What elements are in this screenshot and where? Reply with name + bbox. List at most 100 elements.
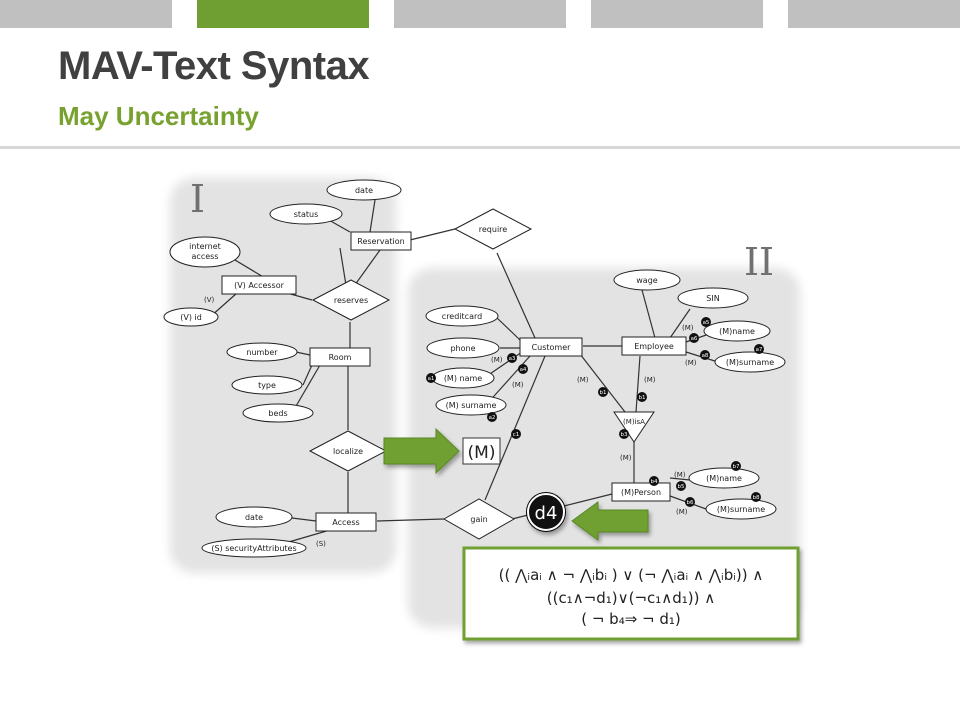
svg-text:wage: wage	[636, 276, 658, 285]
relationship-gain-label: gain	[470, 515, 487, 524]
marker-a5: a5	[701, 317, 711, 327]
svg-text:(M): (M)	[620, 454, 632, 462]
entity-room: Room	[309, 347, 371, 367]
relationship-reserves-label: reserves	[334, 296, 368, 305]
svg-text:b4: b4	[651, 479, 658, 485]
tab-3[interactable]	[394, 0, 566, 28]
svg-text:a3: a3	[509, 356, 516, 362]
svg-text:(M): (M)	[674, 471, 686, 479]
marker-a1: a1	[426, 373, 436, 383]
marker-b6: b6	[685, 497, 695, 507]
region-i-label: I	[190, 177, 205, 221]
callout-m-label: (M)	[468, 443, 496, 463]
svg-text:b1: b1	[600, 390, 607, 396]
marker-a3: a3	[507, 353, 517, 363]
marker-b5: b5	[676, 481, 686, 491]
svg-text:(M): (M)	[491, 356, 503, 364]
marker-c1: c1	[511, 429, 521, 439]
attr-employee-surname: (M)surname	[714, 351, 786, 373]
svg-text:(M): (M)	[644, 376, 656, 384]
svg-text:(M): (M)	[512, 381, 524, 389]
svg-text:date: date	[355, 186, 373, 195]
svg-text:(M)surname: (M)surname	[726, 358, 774, 367]
svg-text:b8: b8	[753, 495, 760, 501]
attr-phone: phone	[426, 337, 500, 359]
svg-text:a7: a7	[756, 347, 763, 353]
svg-text:date: date	[245, 513, 263, 522]
svg-text:(M): (M)	[676, 508, 688, 516]
relationship-isa: (M)isA	[613, 411, 655, 443]
relationship-localize-label: localize	[333, 447, 363, 456]
title-divider	[0, 146, 960, 149]
attr-id: (V) id	[163, 307, 219, 327]
marker-b1-right: b1	[637, 392, 647, 402]
entity-employee: Employee	[621, 336, 687, 356]
svg-text:(S) securityAttributes: (S) securityAttributes	[211, 544, 296, 553]
svg-text:(M): (M)	[577, 376, 589, 384]
attr-beds: beds	[242, 403, 314, 423]
marker-b8: b8	[751, 492, 761, 502]
slide-subtitle: May Uncertainty	[58, 101, 259, 131]
svg-text:(V) id: (V) id	[180, 313, 202, 322]
marker-a4: a4	[518, 364, 528, 374]
svg-text:b3: b3	[621, 432, 628, 438]
entity-person: (M)Person	[611, 482, 671, 502]
svg-text:b1: b1	[639, 395, 646, 401]
attr-internet-access: internet access	[169, 236, 241, 268]
entity-room-label: Room	[329, 353, 352, 362]
svg-text:(M)surname: (M)surname	[717, 505, 765, 514]
slide-tab-bar	[0, 0, 960, 28]
attr-wage: wage	[613, 269, 681, 291]
svg-text:b5: b5	[678, 484, 685, 490]
attr-person-name: (M)name	[688, 467, 760, 489]
entity-accessor: (V) Accessor	[221, 275, 297, 295]
attr-customer-name: (M) name	[431, 367, 495, 389]
edge-labels: (V) (S) (M) (M) (M) (M) (M) (M) (M) (M) …	[204, 296, 697, 548]
callout-arrow-d4	[571, 501, 649, 541]
entity-employee-label: Employee	[634, 342, 674, 351]
svg-text:access: access	[192, 252, 219, 261]
attr-security-attributes: (S) securityAttributes	[201, 538, 307, 558]
svg-text:(M): (M)	[685, 359, 697, 367]
marker-b3: b3	[619, 429, 629, 439]
relationship-isa-label: (M)isA	[623, 418, 645, 426]
svg-text:(M)name: (M)name	[706, 474, 742, 483]
callout-m-box: (M)	[462, 437, 501, 465]
attr-date-access: date	[215, 506, 293, 528]
svg-text:a6: a6	[691, 336, 698, 342]
entity-reservation: Reservation	[350, 231, 412, 251]
entity-customer: Customer	[519, 337, 583, 357]
marker-a8: a8	[700, 350, 710, 360]
svg-text:(V): (V)	[204, 296, 215, 304]
attr-sin: SIN	[677, 287, 749, 309]
marker-a6: a6	[689, 333, 699, 343]
attr-customer-surname: (M) surname	[435, 394, 507, 416]
tab-1[interactable]	[0, 0, 172, 28]
svg-text:(M)name: (M)name	[719, 327, 755, 336]
relationship-reserves: reserves	[311, 279, 391, 321]
svg-text:internet: internet	[189, 242, 221, 251]
attr-date-reservation: date	[326, 179, 402, 201]
svg-text:(M): (M)	[682, 324, 694, 332]
tab-2-active[interactable]	[197, 0, 369, 28]
svg-text:a1: a1	[428, 376, 435, 382]
svg-text:status: status	[294, 210, 319, 219]
entity-accessor-label: (V) Accessor	[234, 281, 285, 290]
tab-4[interactable]	[591, 0, 763, 28]
attr-number: number	[226, 342, 298, 362]
relationship-require-label: require	[479, 225, 508, 234]
formula-line-3: ( ¬ b₄⇒ ¬ d₁)	[581, 610, 681, 628]
entity-person-label: (M)Person	[621, 488, 661, 497]
slide-title: MAV-Text Syntax	[58, 44, 370, 88]
svg-text:b6: b6	[687, 500, 694, 506]
svg-text:type: type	[258, 381, 276, 390]
svg-text:b7: b7	[733, 464, 740, 470]
svg-text:a4: a4	[520, 367, 527, 373]
attr-type: type	[231, 375, 303, 395]
tab-5[interactable]	[788, 0, 960, 28]
svg-text:a5: a5	[703, 320, 710, 326]
entity-reservation-label: Reservation	[357, 237, 404, 246]
relationship-gain: gain	[442, 498, 516, 540]
svg-text:(M) name: (M) name	[444, 374, 482, 383]
